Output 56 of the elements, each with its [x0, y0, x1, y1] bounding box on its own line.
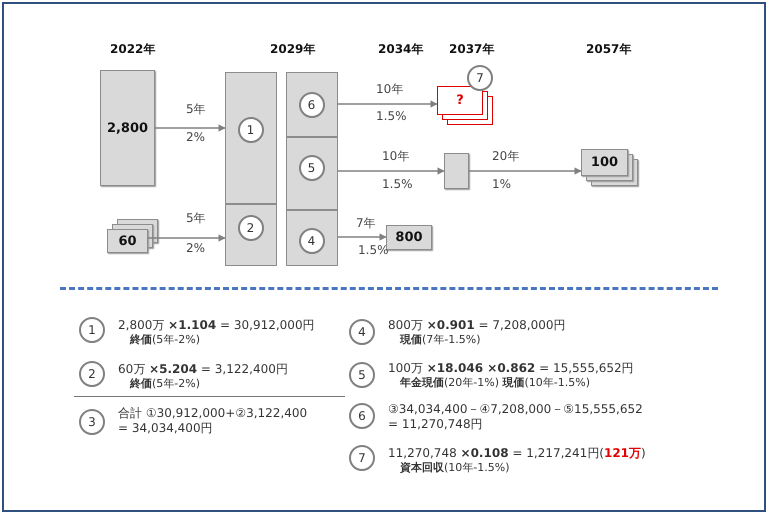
rate-label: 2%: [186, 130, 206, 144]
number-circle: 7: [349, 445, 375, 471]
number-circle: 2: [238, 214, 264, 240]
number-circle: 1: [79, 317, 105, 343]
value-box: 800: [386, 225, 432, 250]
column-segment: [286, 210, 338, 266]
value-box: [444, 153, 469, 189]
rate-label: 1.5%: [376, 109, 406, 123]
formula-note: 終価(5年-2%): [130, 376, 200, 391]
arrow: [155, 124, 226, 132]
year-label: 2022年: [110, 41, 156, 58]
formula-text: 100万 ×18.046 ×0.862 = 15,555,652円: [388, 360, 634, 376]
edge-label: 10年: [382, 148, 410, 165]
arrow: [148, 234, 226, 242]
edge-label: 5年: [186, 101, 206, 118]
year-label: 2029年: [270, 41, 316, 58]
arrow: [338, 167, 445, 175]
rate-label: 1.5%: [382, 177, 412, 191]
value-box: 2,800: [100, 70, 155, 186]
formula-note: 年金現価(20年-1%) 現価(10年-1.5%): [400, 375, 590, 390]
number-circle: 2: [79, 361, 105, 387]
number-circle: 5: [349, 362, 375, 388]
formula-text: 800万 ×0.901 = 7,208,000円: [388, 317, 566, 334]
formula-text: ③34,034,400－④7,208,000－⑤15,555,652 = 11,270,748円: [388, 402, 644, 432]
edge-label: 20年: [492, 148, 520, 165]
arrow: [338, 100, 438, 108]
number-circle: 6: [349, 403, 375, 429]
number-circle: 7: [467, 65, 493, 91]
number-circle: 3: [79, 409, 105, 435]
number-circle: 4: [349, 319, 375, 345]
edge-label: 7年: [356, 215, 376, 232]
formula-text: 2,800万 ×1.104 = 30,912,000円: [118, 317, 315, 334]
formula-text: 11,270,748 ×0.108 = 1,217,241円(121万): [388, 445, 646, 462]
formula-text: 合計 ①30,912,000+②3,122,400 = 34,034,400円: [118, 406, 308, 436]
edge-label: 5年: [186, 210, 206, 227]
number-circle: 5: [298, 154, 324, 180]
formula-note: 現価(7年-1.5%): [400, 332, 480, 347]
rate-label: 1%: [492, 177, 512, 191]
number-circle: 1: [238, 116, 264, 142]
rate-label: 1.5%: [358, 243, 388, 257]
formula-note: 終価(5年-2%): [130, 332, 200, 347]
column-segment: [225, 72, 277, 204]
arrow: [469, 167, 582, 175]
number-circle: 6: [298, 92, 324, 118]
rate-label: 2%: [186, 241, 206, 255]
formula-text: 60万 ×5.204 = 3,122,400円: [118, 361, 288, 378]
year-label: 2057年: [586, 41, 632, 58]
number-circle: 4: [298, 228, 324, 254]
formula-note: 資本回収(10年-1.5%): [400, 460, 510, 475]
year-label: 2037年: [449, 41, 494, 58]
column-segment: [225, 204, 277, 266]
arrow: [338, 233, 387, 241]
year-label: 2034年: [378, 41, 424, 58]
column-segment: [286, 72, 338, 137]
edge-label: 10年: [376, 81, 404, 98]
column-segment: [286, 137, 338, 210]
